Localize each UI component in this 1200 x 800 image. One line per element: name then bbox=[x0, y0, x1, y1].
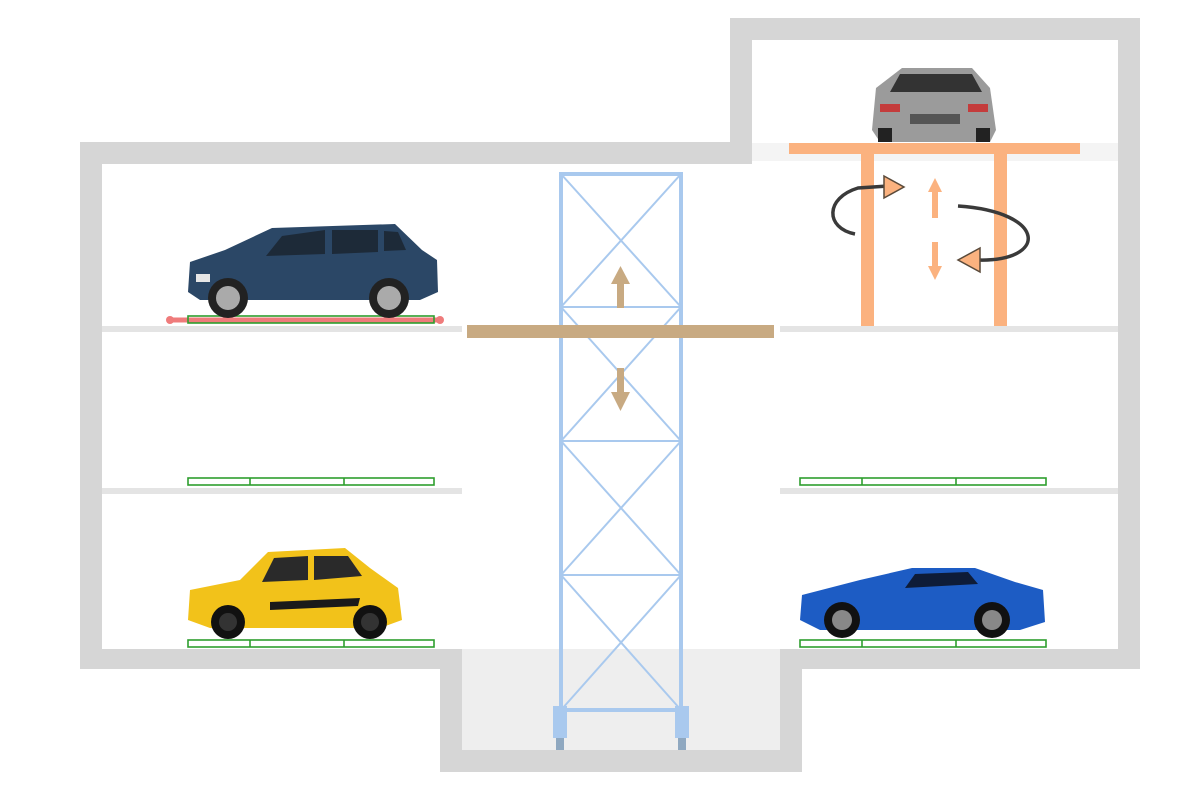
car-hatchback bbox=[188, 548, 402, 639]
lift-leg-left bbox=[556, 738, 564, 750]
floor-right bbox=[780, 649, 1140, 669]
wall-upper-left bbox=[730, 18, 752, 164]
pit-interior bbox=[462, 649, 780, 750]
arrow-up-icon bbox=[932, 192, 938, 218]
lift-foot-right bbox=[675, 706, 689, 738]
turntable-post-left bbox=[861, 154, 874, 326]
slab-right-level-1 bbox=[780, 326, 1118, 332]
arrow-up-icon bbox=[611, 266, 630, 308]
lift-tower bbox=[559, 172, 683, 712]
turntable-lift-arrows bbox=[928, 178, 942, 280]
pit-floor bbox=[440, 750, 802, 772]
lift-tower-feet bbox=[553, 706, 689, 750]
lift-platform bbox=[467, 325, 774, 338]
car-sports-coupe bbox=[800, 568, 1045, 638]
pit-wall-right bbox=[780, 649, 802, 772]
car-suv bbox=[188, 224, 438, 318]
slab-right-level-2 bbox=[780, 488, 1118, 494]
car-sports-rear-view bbox=[872, 68, 996, 142]
turntable-platform bbox=[789, 143, 1080, 154]
roof-upper bbox=[730, 18, 1140, 40]
arrow-up-icon bbox=[928, 178, 942, 192]
pallets bbox=[166, 315, 1047, 648]
turntable bbox=[789, 143, 1080, 326]
pit-wall-left bbox=[440, 649, 462, 772]
lift-tower-brace bbox=[560, 173, 682, 308]
lift-tower-brace bbox=[560, 574, 682, 711]
pallet-left-level-1 bbox=[166, 315, 444, 324]
arrow-down-icon bbox=[611, 368, 630, 411]
pallet-left-level-2 bbox=[187, 477, 435, 486]
pallet-right-level-2 bbox=[799, 477, 1047, 486]
roof-main bbox=[80, 142, 752, 164]
building-walls bbox=[80, 18, 1140, 772]
wall-right bbox=[1118, 18, 1140, 669]
floor-left bbox=[80, 649, 462, 669]
pallet-left-level-3 bbox=[187, 639, 435, 648]
slab-left-level-1 bbox=[102, 326, 462, 332]
turntable-post-right bbox=[994, 154, 1007, 326]
rotate-arrows-icon bbox=[831, 174, 1030, 274]
lift-tower-brace bbox=[560, 440, 682, 576]
lift-leg-right bbox=[678, 738, 686, 750]
pallet-right-level-3 bbox=[799, 639, 1047, 648]
lift-foot-left bbox=[553, 706, 567, 738]
arrow-down-icon bbox=[928, 266, 942, 280]
arrow-down-icon bbox=[932, 242, 938, 266]
wall-left bbox=[80, 142, 102, 669]
slab-left-level-2 bbox=[102, 488, 462, 494]
